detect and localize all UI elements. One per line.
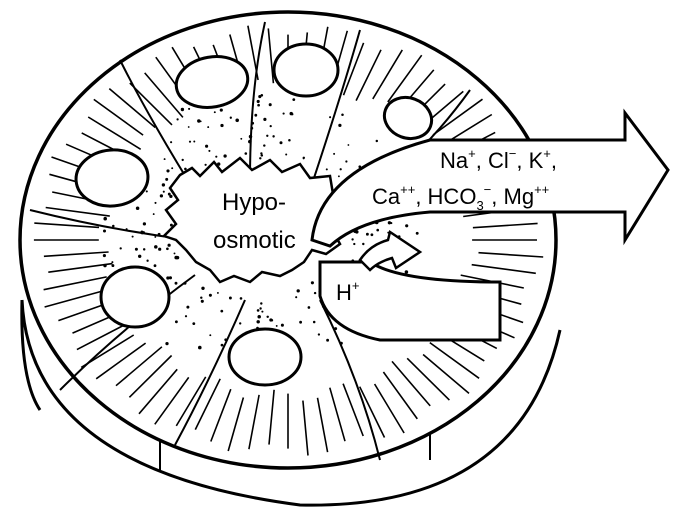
- absorbed-ions-line2: Ca++, HCO3−, Mg++: [372, 182, 549, 213]
- lumen-label-osmotic: osmotic: [213, 227, 296, 254]
- nucleus: [101, 267, 169, 327]
- lumen-label-hypo: Hypo-: [222, 189, 286, 216]
- nucleus: [274, 44, 338, 96]
- absorbed-ions-line1: Na+, Cl−, K+,: [440, 146, 557, 173]
- nucleus: [229, 329, 301, 385]
